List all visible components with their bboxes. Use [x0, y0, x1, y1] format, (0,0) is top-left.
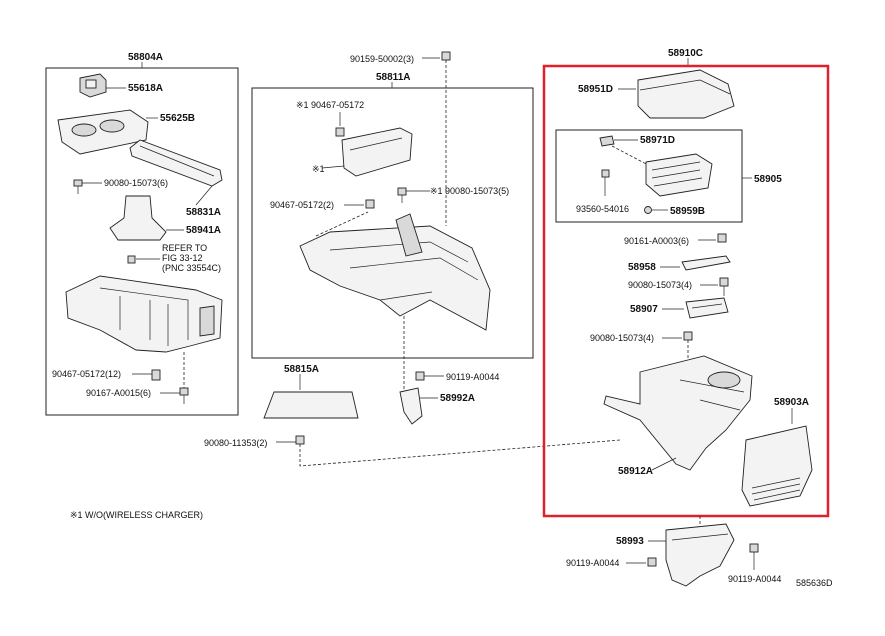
label-58912A: 58912A	[618, 466, 653, 477]
part-58993	[665, 523, 735, 587]
label-90080-15073-4: 90080-15073(4)	[628, 280, 692, 290]
screw-93560-54016	[601, 169, 610, 196]
label-58811A: 58811A	[376, 72, 410, 83]
part-55625B	[57, 109, 149, 155]
label-star-1: ※1	[312, 164, 325, 174]
label-90161-A0003-6: 90161-A0003(6)	[624, 236, 689, 246]
label-93560-54016: 93560-54016	[576, 204, 629, 214]
label-58831A: 58831A	[186, 207, 221, 218]
part-58951D	[637, 69, 735, 119]
part-refer-clip	[127, 255, 136, 264]
label-58971D: 58971D	[640, 135, 675, 146]
refer-line-2: FIG 33-12	[162, 253, 203, 263]
drawing-number: 585636D	[796, 578, 833, 588]
label-58959B: 58959B	[670, 206, 705, 217]
label-58903A: 58903A	[774, 397, 809, 408]
label-58993: 58993	[616, 536, 644, 547]
label-90119-A0044-mid: 90119-A0044	[446, 372, 499, 382]
label-58905: 58905	[754, 174, 782, 185]
part-58959B	[644, 206, 652, 214]
highlight-box-58910C	[542, 64, 830, 518]
label-58907: 58907	[630, 304, 658, 315]
label-90080-15073-6: 90080-15073(6)	[104, 178, 168, 188]
label-90080-15073-4b: 90080-15073(4)	[590, 333, 654, 343]
part-58815A	[263, 391, 359, 419]
group-box-58811A	[251, 87, 534, 359]
part-58941A	[109, 195, 167, 241]
label-90080-11353-2: 90080-11353(2)	[204, 438, 267, 448]
part-58831A	[129, 139, 223, 187]
part-console-frame	[299, 213, 491, 331]
label-58910C: 58910C	[668, 48, 703, 59]
clip-90467-05172	[335, 127, 345, 137]
screw-90161-A0003-6	[717, 233, 727, 243]
screw-90080-11353-2	[295, 435, 305, 445]
label-90467-05172-2: 90467-05172(2)	[270, 200, 334, 210]
refer-line-3: (PNC 33554C)	[162, 263, 221, 273]
label-58941A: 58941A	[186, 225, 221, 236]
group-box-58905	[555, 129, 743, 223]
label-90119-A0044-left: 90119-A0044	[566, 558, 619, 568]
clip-90119-A0044-right	[749, 543, 759, 553]
label-90159-50002-3: 90159-50002(3)	[350, 54, 414, 64]
part-55618A	[79, 73, 107, 98]
part-58992A	[399, 387, 423, 425]
clip-90467-05172-12	[151, 369, 161, 381]
part-58912A	[603, 355, 753, 471]
label-55618A: 55618A	[128, 83, 163, 94]
label-90119-A0044-right: 90119-A0044	[728, 574, 781, 584]
label-58992A: 58992A	[440, 393, 475, 404]
label-90467-05172-star: ※1 90467-05172	[296, 100, 364, 110]
label-58951D: 58951D	[578, 84, 613, 95]
clip-90467-05172-2	[365, 199, 375, 209]
part-center-bracket	[341, 127, 413, 177]
label-90080-15073-5: ※1 90080-15073(5)	[430, 186, 509, 196]
screw-90080-15073-4	[719, 277, 729, 296]
bolt-90167-A0015-6	[179, 387, 189, 404]
screw-90080-15073-6	[73, 179, 83, 194]
refer-line-1: REFER TO	[162, 243, 207, 253]
part-58903A	[741, 425, 813, 507]
label-58815A: 58815A	[284, 364, 319, 375]
label-90167-A0015-6: 90167-A0015(6)	[86, 388, 151, 398]
part-wireless-module	[645, 153, 713, 197]
screw-90080-15073-5	[397, 187, 407, 203]
part-58958	[681, 255, 731, 271]
footnote-wireless: ※1 W/O(WIRELESS CHARGER)	[70, 510, 203, 520]
label-55625B: 55625B	[160, 113, 195, 124]
part-58907	[685, 297, 729, 319]
part-console-body-left	[65, 275, 223, 353]
label-58958: 58958	[628, 262, 656, 273]
clip-90119-A0044-left	[647, 557, 657, 567]
part-58971D	[599, 135, 615, 147]
label-58804A: 58804A	[128, 52, 163, 63]
clip-90119-A0044	[415, 371, 425, 381]
label-90467-05172-12: 90467-05172(12)	[52, 369, 121, 379]
screw-90080-15073-4b	[683, 331, 693, 341]
screw-90159-50002-3	[441, 51, 451, 61]
